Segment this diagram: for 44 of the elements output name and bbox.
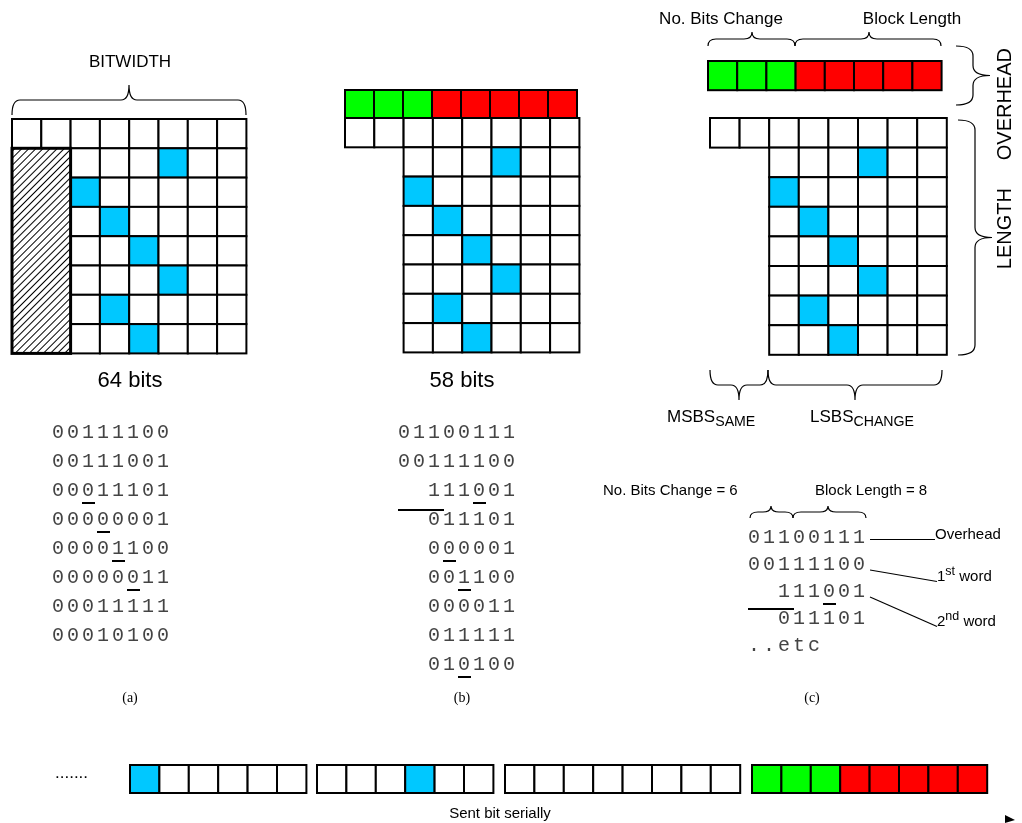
bit-string: 011111 bbox=[428, 625, 518, 647]
bit-string: 011101 bbox=[778, 608, 868, 630]
leader-line bbox=[869, 596, 938, 628]
brace-label: LENGTH bbox=[993, 188, 1015, 270]
bit-string: 00111100 bbox=[52, 422, 172, 444]
annotation-label: BITWIDTH bbox=[88, 53, 172, 72]
annotation-label: Overhead bbox=[935, 526, 1001, 543]
caption-label: 64 bits bbox=[97, 368, 163, 393]
bit-string: 00000011 bbox=[52, 567, 172, 589]
annotation-label: Block Length bbox=[862, 10, 962, 29]
bit-string: 00010100 bbox=[52, 625, 172, 647]
bit-string: ..etc bbox=[748, 635, 823, 657]
bit-string: 000001 bbox=[428, 538, 518, 560]
panel-label: (c) bbox=[804, 690, 820, 706]
annotation-label: 2$^{nd}$ word bbox=[937, 610, 996, 630]
annotation-label: No. Bits Change bbox=[659, 10, 783, 29]
annotation-label: ....... bbox=[55, 764, 89, 783]
panel-label: (b) bbox=[453, 690, 471, 706]
bit-string: 00011101 bbox=[52, 480, 172, 502]
bit-string: 00111100 bbox=[398, 451, 518, 473]
panel-label: (a) bbox=[122, 690, 138, 706]
bit-string: 00111001 bbox=[52, 451, 172, 473]
bit-string: 01100111 bbox=[748, 527, 868, 549]
annotation-label: LSBS$_{CHANGE}$ bbox=[810, 408, 915, 430]
annotation-label: MSBS$_{SAME}$ bbox=[667, 408, 756, 430]
annotation-label: Block Length = 8 bbox=[815, 482, 928, 499]
leader-line bbox=[869, 569, 938, 583]
caption-label: 58 bits bbox=[429, 368, 495, 393]
bit-string: 001100 bbox=[428, 567, 518, 589]
bit-string: 000011 bbox=[428, 596, 518, 618]
bit-string: 111001 bbox=[778, 581, 868, 603]
annotation-label: Sent bit serially bbox=[449, 805, 551, 822]
bit-string: 00011111 bbox=[52, 596, 172, 618]
bit-string: 01100111 bbox=[398, 422, 518, 444]
bit-string: 011101 bbox=[428, 509, 518, 531]
bit-string: 00001100 bbox=[52, 538, 172, 560]
bit-string: 00111100 bbox=[748, 554, 868, 576]
bit-string: 111001 bbox=[428, 480, 518, 502]
annotation-label: No. Bits Change = 6 bbox=[603, 482, 738, 499]
annotation-label: 1$^{st}$ word bbox=[937, 565, 992, 585]
bit-string: 00000001 bbox=[52, 509, 172, 531]
bit-string: 010100 bbox=[428, 654, 518, 676]
brace-label: OVERHEAD bbox=[993, 48, 1015, 161]
leader-line bbox=[869, 538, 936, 541]
